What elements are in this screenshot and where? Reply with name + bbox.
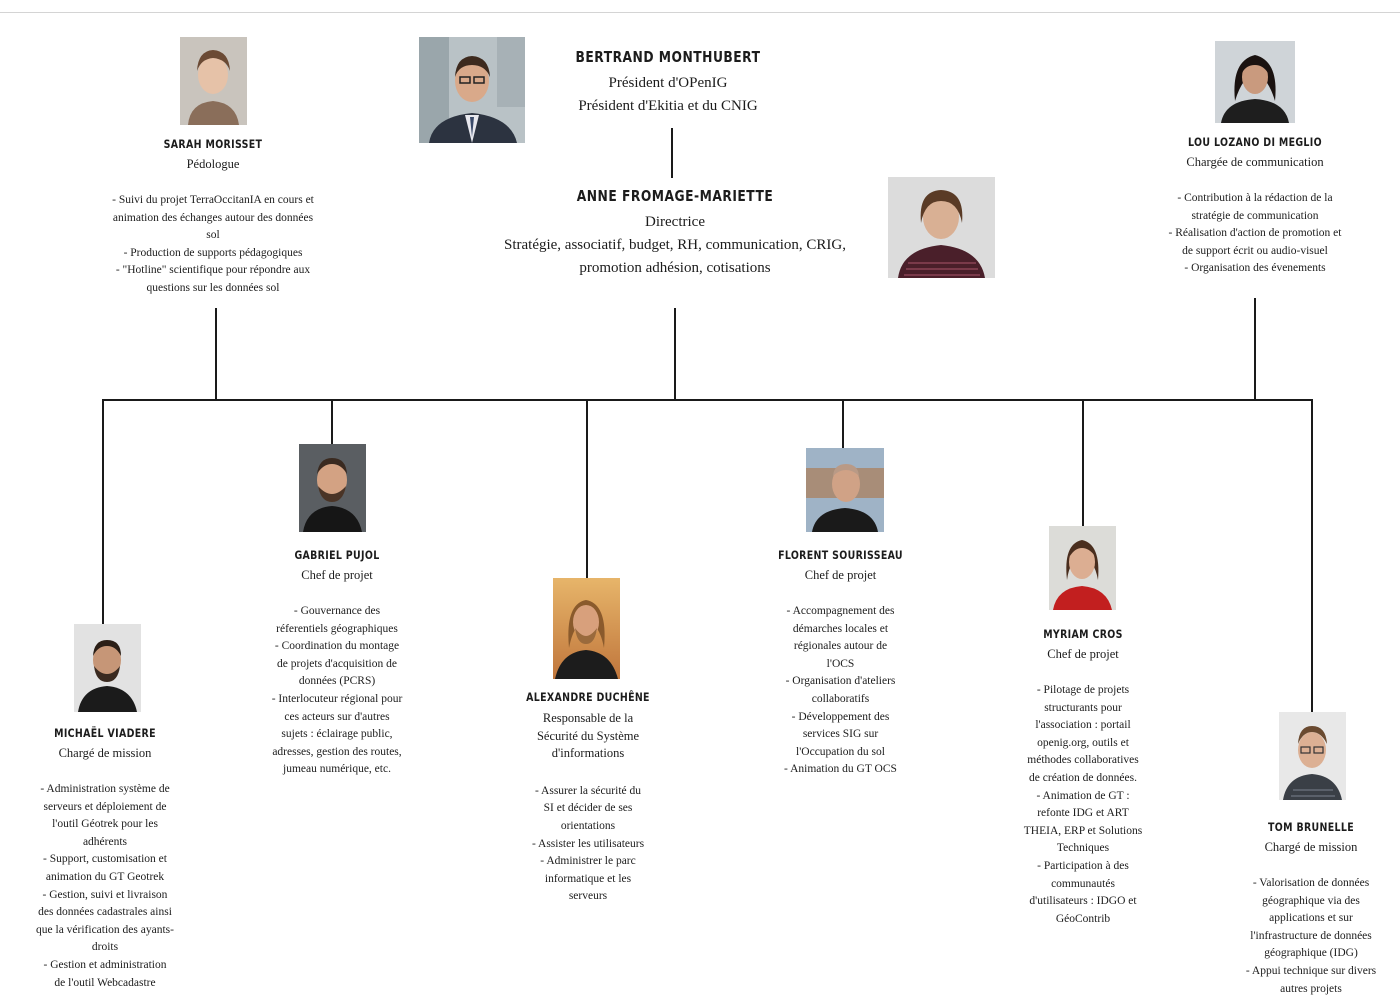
sarah-morisset-role: Pédologue — [186, 157, 240, 171]
connector-sarah — [215, 308, 217, 400]
michael-viadere-photo — [74, 624, 141, 712]
tom-brunelle-block: TOM BRUNELLE Chargé de mission - Valoris… — [1222, 820, 1400, 998]
connector-horizontal-bus — [102, 399, 1313, 401]
florent-sourisseau-role: Chef de projet — [804, 568, 877, 582]
anne-fromage-mariette-name: ANNE FROMAGE-MARIETTE — [576, 187, 774, 205]
connector-florent — [842, 399, 844, 449]
myriam-cros-role: Chef de projet — [1047, 647, 1119, 661]
connector-gabriel — [331, 399, 333, 445]
gabriel-pujol-photo — [299, 444, 366, 532]
gabriel-pujol-role: Chef de projet — [301, 568, 373, 582]
connector-director-branch — [674, 308, 676, 400]
tom-brunelle-role: Chargé de mission — [1264, 840, 1358, 854]
bertrand-monthubert-name: BERTRAND MONTHUBERT — [575, 48, 761, 66]
alexandre-duchene-photo — [553, 578, 620, 679]
lou-lozano-di-meglio-name: LOU LOZANO DI MEGLIO — [1188, 135, 1322, 149]
myriam-cros-block: MYRIAM CROS Chef de projet - Pilotage de… — [988, 627, 1178, 928]
page-separator — [0, 12, 1400, 13]
lou-lozano-di-meglio-block: LOU LOZANO DI MEGLIO Chargée de communic… — [1130, 135, 1380, 278]
sarah-morisset-name: SARAH MORISSET — [163, 137, 263, 151]
connector-lou — [1254, 298, 1256, 400]
lou-lozano-di-meglio-photo — [1215, 41, 1295, 123]
florent-sourisseau-block: FLORENT SOURISSEAU Chef de projet - Acco… — [743, 548, 938, 779]
gabriel-pujol-block: GABRIEL PUJOL Chef de projet - Gouvernan… — [237, 548, 437, 779]
anne-fromage-mariette-photo — [888, 177, 995, 278]
sarah-morisset-block: SARAH MORISSET Pédologue - Suivi du proj… — [88, 137, 338, 298]
florent-sourisseau-photo — [806, 448, 884, 532]
gabriel-pujol-name: GABRIEL PUJOL — [294, 548, 380, 562]
michael-viadere-name: MICHAËL VIADERE — [54, 726, 156, 740]
connector-myriam — [1082, 399, 1084, 527]
lou-lozano-di-meglio-role: Chargée de communication — [1186, 155, 1324, 169]
florent-sourisseau-name: FLORENT SOURISSEAU — [778, 548, 903, 562]
sarah-morisset-responsibilities: - Suivi du projet TerraOccitanIA en cour… — [112, 194, 314, 294]
tom-brunelle-name: TOM BRUNELLE — [1268, 820, 1354, 834]
alexandre-duchene-name: ALEXANDRE DUCHÊNE — [526, 690, 650, 704]
michael-viadere-block: MICHAËL VIADERE Chargé de mission - Admi… — [10, 726, 200, 992]
myriam-cros-name: MYRIAM CROS — [1043, 627, 1123, 641]
connector-alexandre — [586, 399, 588, 579]
connector-michael — [102, 399, 104, 625]
sarah-morisset-photo — [180, 37, 247, 125]
connector-president-director — [671, 128, 673, 178]
connector-tom — [1311, 399, 1313, 713]
bertrand-monthubert-photo — [419, 37, 525, 143]
michael-viadere-role: Chargé de mission — [58, 746, 152, 760]
myriam-cros-photo — [1049, 526, 1116, 610]
tom-brunelle-photo — [1279, 712, 1346, 800]
